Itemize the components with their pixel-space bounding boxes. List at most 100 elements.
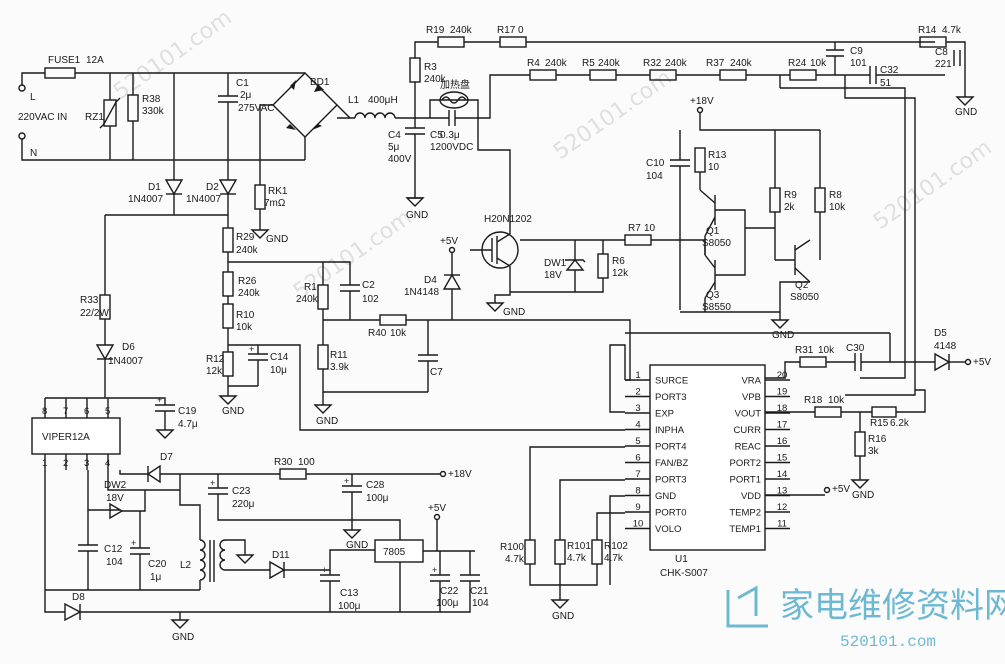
r102-value: 4.7k (604, 553, 624, 564)
c7-ref: C7 (430, 367, 443, 378)
wire (21, 139, 305, 161)
c1-value: 2μ (240, 90, 252, 101)
resistor-symbol (591, 539, 603, 565)
r101-ref: R101 (567, 541, 591, 552)
polarity-plus: + (210, 478, 215, 488)
r102-ref: R102 (604, 541, 628, 552)
pin-number: 1 (42, 458, 47, 469)
pin-name: GND (655, 491, 676, 502)
resistor-symbol (279, 468, 307, 480)
resistor-symbol (854, 431, 866, 457)
r33-value: 22/2W (80, 308, 109, 319)
pin-name: EXP (655, 409, 674, 420)
c19-ref: C19 (178, 406, 197, 417)
bd1-ref: BD1 (310, 77, 330, 88)
d1-value: 1N4007 (128, 194, 163, 205)
r31-value: 10k (818, 345, 835, 356)
wire (259, 104, 273, 185)
pin-name: REAC (735, 442, 762, 453)
pin-name: FAN/BZ (655, 458, 688, 469)
label-220vac: 220VAC IN (18, 112, 67, 123)
r3-value: 240k (424, 74, 447, 85)
r9-value: 2k (784, 202, 796, 213)
r3-ref: R3 (424, 62, 437, 73)
c5-value: 0.3μ (440, 130, 460, 141)
resistor-symbol (814, 406, 842, 418)
site-logo: 家电维修资料网 520101.com (726, 585, 1005, 651)
r15-ref: R15 (870, 418, 889, 429)
pin-number: 2 (63, 458, 68, 469)
r5-value: 240k (598, 58, 621, 69)
divider-chain: R4 240k R5 240k R32 240k R37 240k R24 10… (478, 58, 945, 396)
r29-ref: R29 (236, 232, 255, 243)
pin-number: 4 (635, 420, 640, 431)
resistor-symbol (871, 406, 897, 418)
gnd-label: GND (955, 107, 977, 118)
wire (699, 112, 820, 131)
resistor-symbol (814, 187, 826, 213)
pin-number: 2 (635, 387, 640, 398)
gnd-label: GND (406, 210, 428, 221)
heater-coil (441, 96, 467, 104)
r18-ref: R18 (804, 395, 823, 406)
r26-value: 240k (238, 288, 261, 299)
d2-ref: D2 (206, 182, 219, 193)
c21-ref: C21 (470, 586, 489, 597)
pin-name: PORT1 (729, 475, 761, 486)
l2-ref: L2 (180, 560, 192, 571)
resistor-symbol (524, 539, 536, 565)
diode-mark (290, 80, 296, 90)
r101-value: 4.7k (567, 553, 587, 564)
pin-name: VRA (741, 376, 761, 387)
c22-value: 100μ (436, 598, 459, 609)
l1-ref: L1 (348, 95, 360, 106)
diode-d2 (218, 179, 238, 196)
transistor-emitter (704, 254, 716, 269)
r15-value: 6.2k (890, 418, 910, 429)
c28-value: 100μ (366, 493, 389, 504)
c22-ref: C22 (440, 586, 459, 597)
wire (715, 209, 746, 276)
terminal-5v (433, 513, 441, 521)
transistor-collector (699, 189, 716, 204)
watermark-text: 520101.com (869, 135, 996, 235)
r26-ref: R26 (238, 276, 257, 287)
transistor-collector (794, 239, 811, 251)
sense-stage: D1 1N4007 D2 1N4007 RK1 7mΩ GND R29 240k… (105, 160, 631, 431)
wire (225, 539, 246, 555)
r4-ref: R4 (527, 58, 540, 69)
c10-ref: C10 (646, 158, 665, 169)
ic-body (649, 364, 766, 551)
gnd-symbol (955, 96, 975, 106)
c2-value: 102 (362, 294, 379, 305)
wire (44, 470, 65, 613)
viper-pin-2: 2 (63, 454, 68, 470)
c13-value: 100μ (338, 601, 361, 612)
pin-name: CURR (734, 425, 762, 436)
resistor-symbol (624, 234, 652, 246)
terminal-18v (696, 106, 704, 114)
resistor-symbol (222, 303, 234, 329)
terminal-5v (823, 486, 831, 494)
r10-ref: R10 (236, 310, 255, 321)
resistor-symbol (769, 187, 781, 213)
r30-ref: R30 (274, 457, 293, 468)
resistor-symbol (529, 69, 557, 81)
rk1-ref: RK1 (268, 186, 288, 197)
mains-input: L 220VAC IN N FUSE1 12A RZ1 R38 330k C1 … (18, 55, 305, 161)
d6-ref: D6 (122, 342, 135, 353)
r18-value: 10k (828, 395, 845, 406)
wire (179, 474, 201, 540)
terminal-n (18, 132, 26, 140)
fuse1-value: 12A (86, 55, 104, 66)
r40-ref: R40 (368, 328, 387, 339)
c4-value: 5μ (388, 142, 400, 153)
gnd-label: GND (852, 490, 874, 501)
terminal-l (18, 84, 26, 92)
